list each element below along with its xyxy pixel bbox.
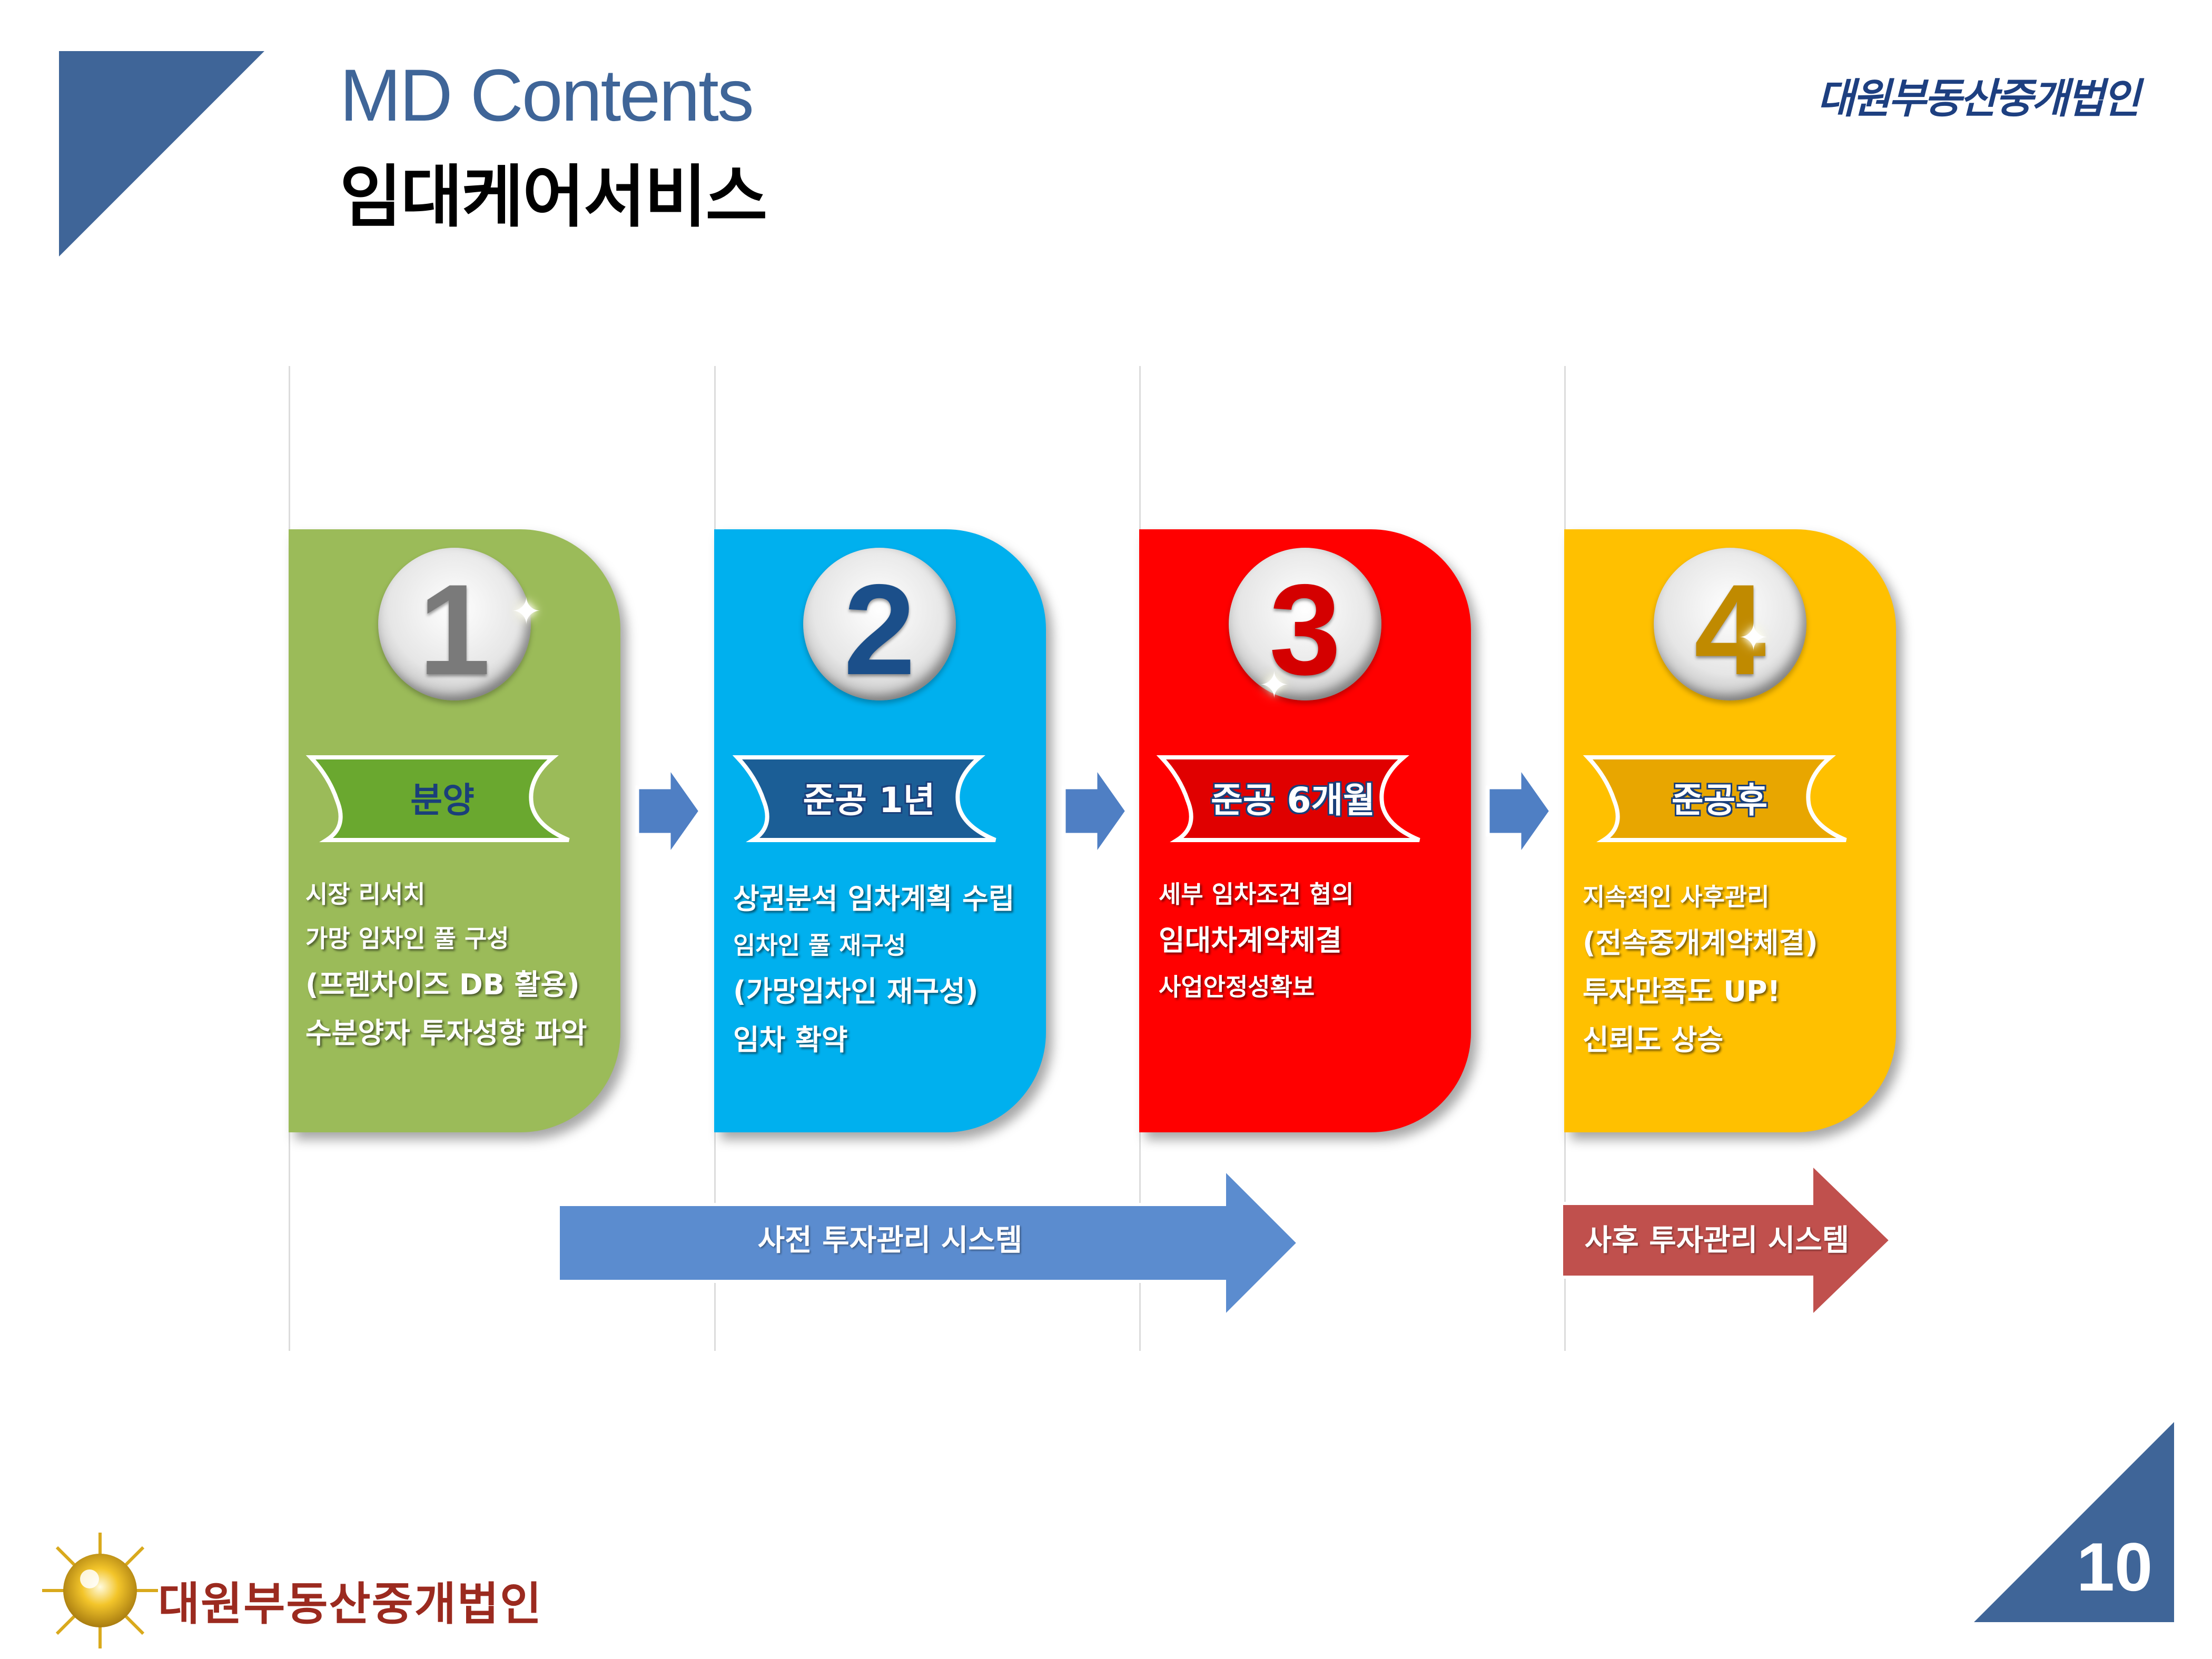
post-management-arrow bbox=[1560, 1161, 1893, 1319]
brand-signature-logo: 대원부동산중개법인 bbox=[1817, 75, 2140, 123]
step-2-line-2: 임차인 풀 재구성 bbox=[733, 931, 906, 960]
footer-company-name: 대원부동산중개법인 bbox=[158, 1578, 543, 1631]
step-description-4: 지속적인 사후관리 (전속중개계약체결) 투자만족도 UP! 신뢰도 상승 bbox=[1583, 885, 1818, 1074]
ribbon-banner-2 bbox=[732, 755, 996, 842]
step-number-badge-1 bbox=[378, 548, 531, 700]
step-number-badge-3 bbox=[1229, 548, 1381, 700]
next-step-arrow-icon bbox=[1486, 760, 1554, 862]
ribbon-banner-4 bbox=[1583, 755, 1847, 842]
step-label-4: 준공후 bbox=[1671, 780, 1768, 821]
next-step-arrow-icon bbox=[1062, 760, 1130, 862]
step-3-line-2: 임대차계약체결 bbox=[1159, 924, 1342, 957]
step-description-3: 세부 임차조건 협의 임대차계약체결 사업안정성확보 bbox=[1159, 882, 1354, 1019]
sparkle-icon: ✦ bbox=[1259, 664, 1290, 707]
pre-management-label: 사전 투자관리 시스템 bbox=[757, 1223, 1023, 1258]
step-2-line-3: (가망임차인 재구성) bbox=[733, 975, 979, 1008]
step-1-line-2: 가망 임차인 풀 구성 bbox=[305, 924, 509, 953]
step-4-line-1: 지속적인 사후관리 bbox=[1583, 883, 1770, 911]
step-number-2: 2 bbox=[843, 557, 916, 702]
pre-management-arrow bbox=[557, 1167, 1301, 1319]
step-description-2: 상권분석 임차계획 수립 임차인 풀 재구성 (가망임차인 재구성) 임차 확약 bbox=[733, 885, 1014, 1074]
sparkle-icon: ✦ bbox=[1738, 616, 1769, 659]
step-4-line-3: 투자만족도 UP! bbox=[1583, 975, 1781, 1008]
post-management-label: 사후 투자관리 시스템 bbox=[1584, 1223, 1850, 1258]
step-2-line-4: 임차 확약 bbox=[733, 1023, 848, 1056]
step-3-line-1: 세부 임차조건 협의 bbox=[1159, 880, 1354, 908]
corner-triangle-top-left bbox=[59, 51, 264, 256]
page-number: 10 bbox=[2076, 1528, 2153, 1605]
ribbon-banner-1 bbox=[305, 755, 570, 842]
step-1-line-1: 시장 리서치 bbox=[305, 880, 426, 908]
step-1-line-4: 수분양자 투자성향 파악 bbox=[305, 1016, 587, 1050]
next-step-arrow-icon bbox=[635, 760, 703, 862]
step-label-2: 준공 1년 bbox=[803, 780, 935, 821]
page-title-korean: 임대케어서비스 bbox=[340, 158, 767, 236]
step-number-badge-4 bbox=[1654, 548, 1806, 700]
step-label-1: 분양 bbox=[410, 780, 475, 821]
step-number-1: 1 bbox=[418, 557, 491, 702]
step-number-3: 3 bbox=[1269, 557, 1341, 702]
page-title-english: MD Contents bbox=[340, 54, 754, 136]
ribbon-banner-3 bbox=[1156, 755, 1420, 842]
company-logo-icon bbox=[42, 1533, 158, 1648]
step-number-badge-2 bbox=[803, 548, 956, 700]
step-description-1: 시장 리서치 가망 임차인 풀 구성 (프렌차이즈 DB 활용) 수분양자 투자… bbox=[305, 882, 587, 1068]
step-4-line-4: 신뢰도 상승 bbox=[1583, 1023, 1724, 1056]
step-label-3: 준공 6개월 bbox=[1211, 780, 1375, 821]
step-4-line-2: (전속중개계약체결) bbox=[1583, 926, 1818, 960]
step-1-line-3: (프렌차이즈 DB 활용) bbox=[305, 968, 580, 1001]
step-2-line-1: 상권분석 임차계획 수립 bbox=[733, 882, 1015, 915]
step-3-line-3: 사업안정성확보 bbox=[1159, 973, 1315, 1001]
step-number-4: 4 bbox=[1694, 557, 1766, 702]
sparkle-icon: ✦ bbox=[511, 590, 542, 633]
